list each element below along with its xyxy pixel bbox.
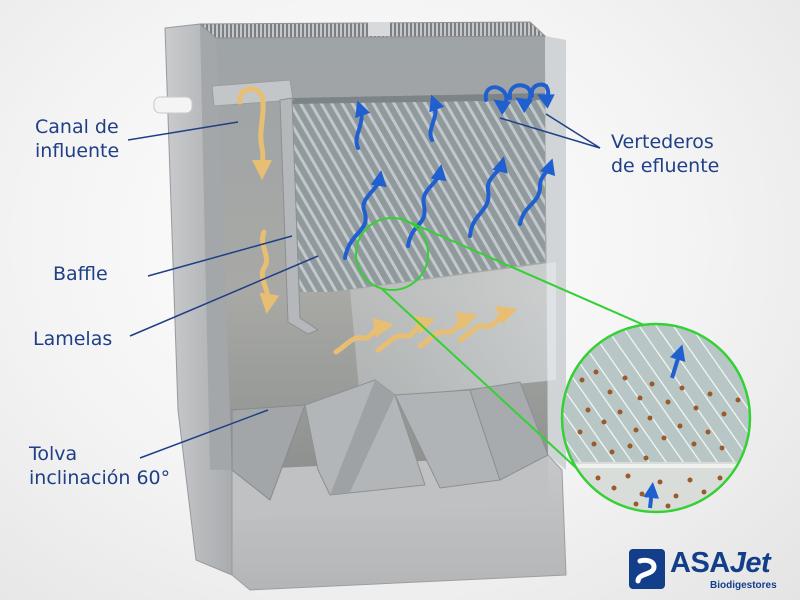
label-tolva-line1: Tolva [29, 443, 78, 465]
label-baffle: Baffle [53, 262, 108, 286]
hopper [231, 404, 306, 501]
label-vertederos-line1: Vertederos [611, 131, 714, 153]
label-baffle-text: Baffle [53, 263, 108, 285]
label-tolva-line2: inclinación 60° [29, 467, 171, 489]
inlet-pipe [153, 96, 193, 114]
influent-flow-arrows [237, 86, 518, 355]
logo-brand-part1: ASA [670, 547, 730, 579]
label-lamelas: Lamelas [33, 327, 112, 351]
zoom-callout [355, 217, 752, 514]
leader-lines [127, 113, 601, 459]
label-tolva: Tolva inclinación 60° [29, 442, 170, 490]
label-lamelas-text: Lamelas [33, 328, 113, 350]
effluent-flow-arrows [343, 82, 556, 260]
asajet-logo: ASAJet Biodigestores [628, 547, 798, 595]
logo-brand: ASAJet [670, 547, 771, 580]
baffle-plate [279, 97, 320, 335]
logo-brand-part2: Jet [729, 547, 771, 579]
label-canal-de-influente: Canal de influente [35, 115, 119, 163]
label-canal-line2: influente [35, 140, 120, 162]
lamella-pack [290, 93, 545, 292]
logo-mark-icon [629, 549, 665, 589]
logo-tagline: Biodigestores [710, 580, 777, 591]
label-canal-line1: Canal de [35, 116, 119, 138]
label-vertederos: Vertederos de efluente [611, 130, 719, 178]
label-vertederos-line2: de efluente [611, 155, 720, 177]
influent-channel [211, 79, 294, 107]
